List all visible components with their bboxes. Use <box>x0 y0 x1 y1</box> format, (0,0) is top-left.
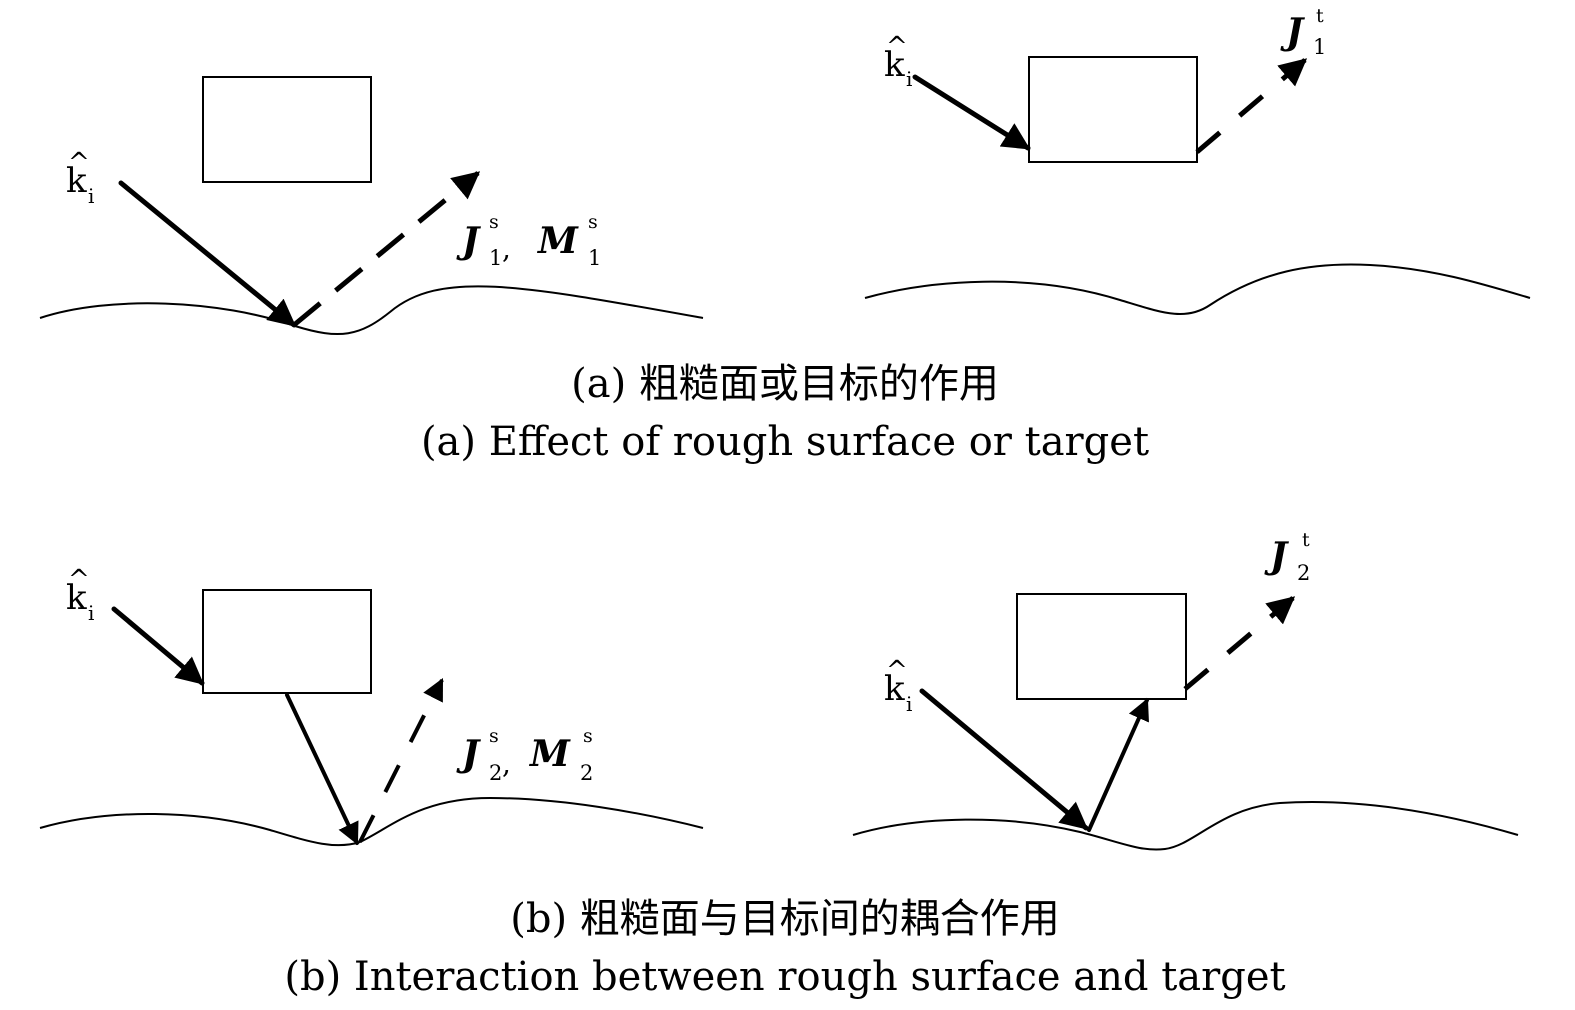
target-box <box>202 76 372 183</box>
rough-surface <box>39 285 704 336</box>
scattered-dashed-arrow <box>358 678 444 843</box>
caption-a-chinese: (a) 粗糙面或目标的作用 <box>571 361 999 407</box>
current-label: J s 2 , M s 2 <box>456 725 593 785</box>
svg-text:,: , <box>502 747 511 780</box>
svg-text:,: , <box>502 232 511 265</box>
svg-text:s: s <box>583 725 593 747</box>
svg-text:^: ^ <box>68 565 90 595</box>
svg-text:k: k <box>884 45 905 85</box>
svg-text:M: M <box>536 220 579 262</box>
reflected-arrow <box>1087 697 1149 832</box>
caption-b-chinese: (b) 粗糙面与目标间的耦合作用 <box>510 896 1060 942</box>
caption-a-english: (a) Effect of rough surface or target <box>421 419 1149 465</box>
incident-arrow <box>111 606 205 686</box>
target-box <box>1016 593 1187 700</box>
svg-text:1: 1 <box>489 246 502 270</box>
rough-surface <box>864 263 1531 316</box>
incident-label: k ^ i <box>66 148 94 208</box>
svg-text:k: k <box>66 578 87 618</box>
svg-text:1: 1 <box>588 246 601 270</box>
incident-label: k ^ i <box>66 565 94 625</box>
svg-text:s: s <box>489 725 499 747</box>
current-label: J t 1 <box>1280 5 1326 59</box>
svg-text:k: k <box>66 161 87 201</box>
svg-text:J: J <box>1264 535 1289 577</box>
svg-text:^: ^ <box>68 148 90 178</box>
svg-text:J: J <box>456 220 481 262</box>
svg-text:2: 2 <box>580 761 593 785</box>
svg-text:^: ^ <box>886 656 908 686</box>
caption-b-english: (b) Interaction between rough surface an… <box>284 954 1285 1000</box>
panel-b-right: k ^ i J t 2 <box>852 529 1519 851</box>
target-box <box>1028 56 1198 163</box>
scattered-dashed-arrow <box>292 171 481 327</box>
svg-text:t: t <box>1316 5 1324 27</box>
svg-text:i: i <box>88 601 94 625</box>
svg-text:J: J <box>1280 11 1305 53</box>
svg-text:1: 1 <box>1313 35 1326 59</box>
svg-text:s: s <box>489 211 499 233</box>
svg-text:2: 2 <box>1297 561 1310 585</box>
incident-arrow <box>912 74 1031 151</box>
incident-arrow <box>118 180 297 328</box>
incident-arrow <box>919 688 1089 831</box>
reflected-arrow <box>285 693 359 845</box>
scattered-dashed-arrow <box>1183 596 1296 691</box>
svg-text:t: t <box>1302 529 1310 551</box>
current-label: J s 1 , M s 1 <box>456 211 601 270</box>
scattered-dashed-arrow <box>1195 58 1308 154</box>
svg-text:s: s <box>588 211 598 233</box>
incident-label: k ^ i <box>884 656 912 716</box>
svg-text:M: M <box>528 733 571 775</box>
svg-text:^: ^ <box>886 32 908 62</box>
svg-text:k: k <box>884 669 905 709</box>
svg-text:J: J <box>456 733 481 775</box>
svg-text:i: i <box>88 184 94 208</box>
panel-b-left: k ^ i J s 2 , M s 2 <box>39 565 704 847</box>
incident-label: k ^ i <box>884 32 912 91</box>
svg-text:i: i <box>906 67 912 91</box>
current-label: J t 2 <box>1264 529 1310 585</box>
panel-a-right: k ^ i J t 1 <box>864 5 1531 316</box>
panel-a-left: k ^ i J s 1 , M s 1 <box>39 76 704 336</box>
svg-text:2: 2 <box>489 761 502 785</box>
target-box <box>202 589 372 694</box>
rough-surface <box>852 800 1519 851</box>
svg-text:i: i <box>906 692 912 716</box>
